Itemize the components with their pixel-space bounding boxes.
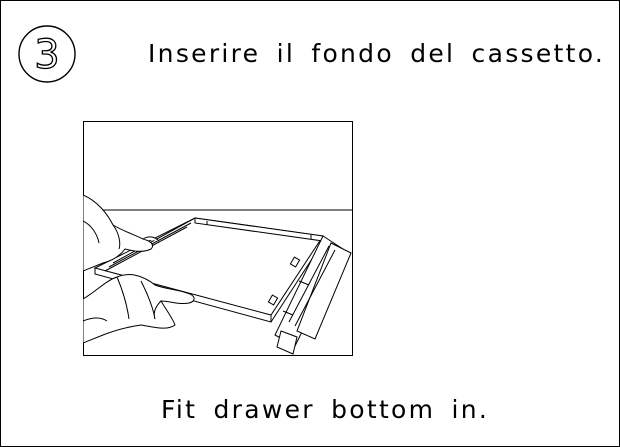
upper-hand xyxy=(83,194,160,272)
step-number-badge: 3 xyxy=(18,25,76,83)
instruction-italian: Inserire il fondo del cassetto. xyxy=(148,39,606,68)
instruction-english: Fit drawer bottom in. xyxy=(161,395,490,424)
lower-hand xyxy=(83,274,195,344)
step-number: 3 xyxy=(34,32,59,78)
drawer-side-runner xyxy=(267,235,352,355)
drawer-bottom-illustration xyxy=(83,121,353,356)
step-circle-icon xyxy=(18,25,76,83)
